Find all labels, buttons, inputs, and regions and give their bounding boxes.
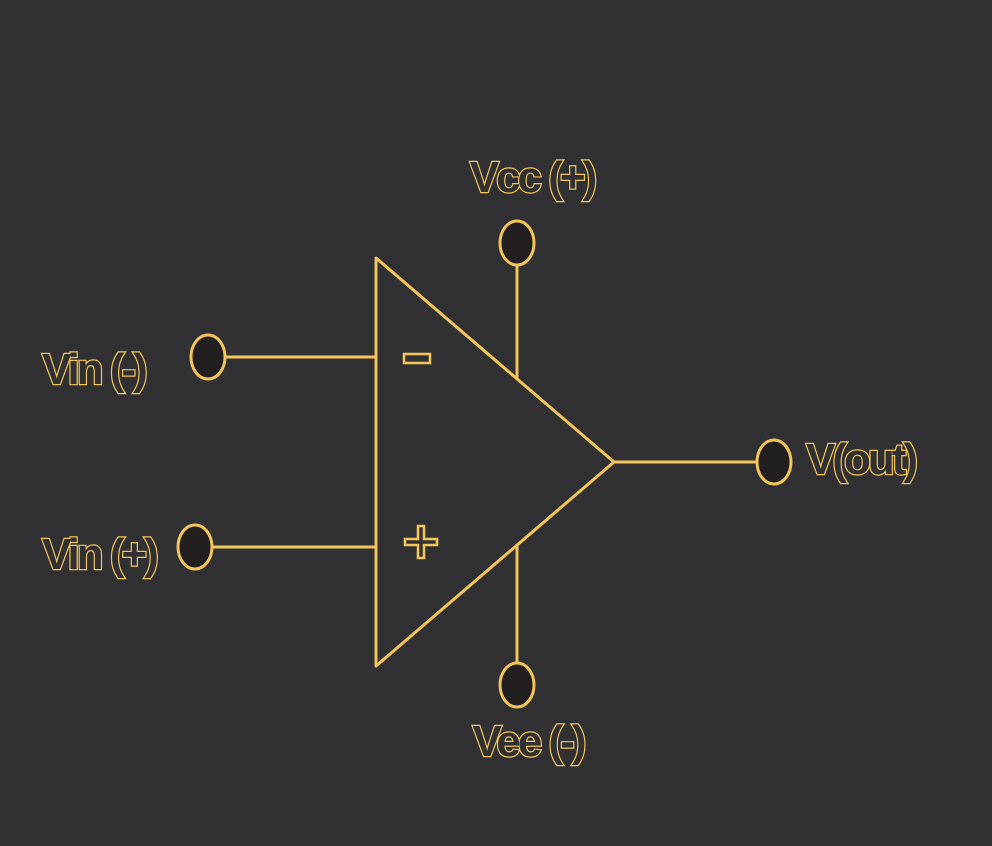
vcc-terminal xyxy=(498,219,536,267)
vin-plus-terminal xyxy=(176,523,214,571)
vin-plus-label: Vin (+) xyxy=(42,530,157,579)
minus-sign-icon xyxy=(402,352,432,365)
vee-label: Vee (-) xyxy=(472,717,584,766)
vin-minus-label: Vin (-) xyxy=(42,345,146,394)
vout-label: V(out) xyxy=(806,435,916,484)
vout-terminal xyxy=(755,438,793,486)
op-amp-triangle xyxy=(374,256,616,668)
vee-terminal xyxy=(498,661,536,709)
vcc-label: Vcc (+) xyxy=(470,153,596,202)
vin-minus-terminal xyxy=(189,333,227,381)
plus-sign-icon xyxy=(403,524,439,560)
